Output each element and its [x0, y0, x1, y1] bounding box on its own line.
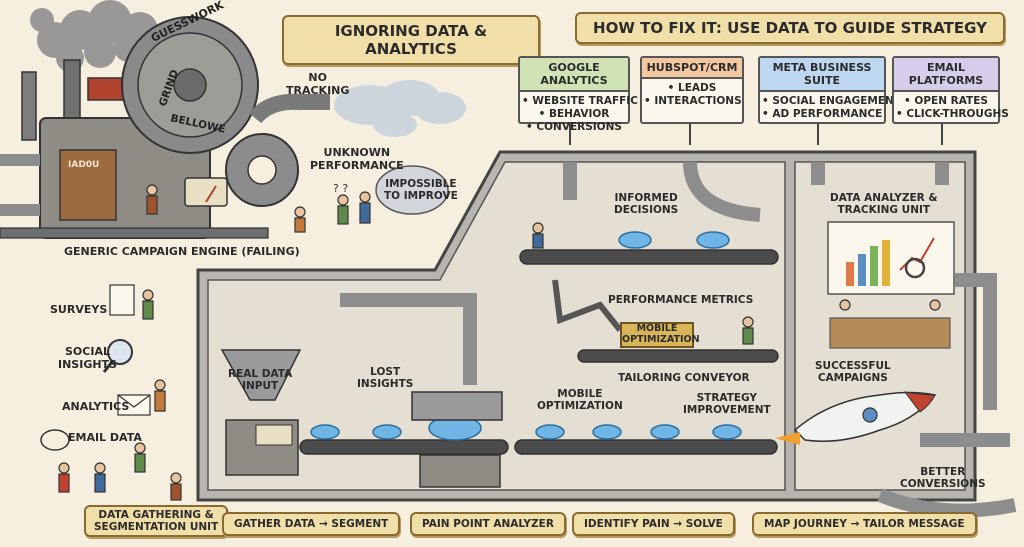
thought-bubble [375, 165, 449, 215]
mobile-optimization-tag: MOBILE OPTIMIZATION [620, 322, 700, 348]
source-arrows [569, 122, 943, 145]
source-title: META BUSINESS SUITE [760, 58, 884, 92]
input-hopper [220, 349, 302, 476]
pain-point-machine [411, 391, 503, 488]
question-marks: ? ? [333, 182, 348, 195]
engine-cap [87, 77, 125, 101]
source-title: GOOGLE ANALYTICS [520, 58, 628, 92]
campaign-engine: ? ? [0, 0, 466, 239]
source-items: • OPEN RATES • CLICK-THROUGHS [896, 95, 1009, 121]
source-hubspot-crm: HUBSPOT/CRM • LEADS • INTERACTIONS [640, 56, 744, 124]
performance-metrics-label: PERFORMANCE METRICS [608, 294, 754, 306]
robot-arm [552, 279, 623, 332]
small-gear [225, 133, 299, 207]
banner-left: IGNORING DATA & ANALYTICS [282, 15, 540, 65]
analyzer-unit-label: DATA ANALYZER & TRACKING UNIT [830, 192, 938, 217]
analyzer-screen [827, 221, 955, 349]
engine-base [0, 227, 269, 239]
source-items: • SOCIAL ENGAGEMENT • AD PERFORMANCE [762, 95, 902, 121]
data-workers [58, 222, 941, 501]
email-data-label: EMAIL DATA [68, 431, 142, 444]
engine-panel-label: IAD0U [68, 160, 100, 170]
gauge-needle [205, 185, 217, 203]
source-email-platforms: EMAIL PLATFORMS • OPEN RATES • CLICK-THR… [892, 56, 1009, 124]
source-title: EMAIL PLATFORMS [894, 58, 998, 92]
better-conversions-label: BETTER CONVERSIONS [900, 466, 986, 491]
conveyor-belts [299, 249, 779, 455]
data-blobs [310, 231, 742, 441]
source-meta-business-suite: META BUSINESS SUITE • SOCIAL ENGAGEMENT … [758, 56, 902, 124]
tailoring-conveyor-label: TAILORING CONVEYOR [618, 372, 750, 384]
social-insights-label: SOCIAL INSIGHTS [58, 345, 117, 371]
caption-gather: GATHER DATA → SEGMENT [222, 512, 401, 536]
chimney [21, 71, 37, 141]
steam-spray [334, 80, 466, 137]
impossible-label: IMPOSSIBLE TO IMPROVE [384, 178, 458, 203]
smoke-cloud [30, 0, 158, 72]
caption-gathering-unit: DATA GATHERING & SEGMENTATION UNIT [84, 505, 229, 538]
big-gear [121, 16, 259, 154]
mobile-optimization-floor-label: MOBILE OPTIMIZATION [537, 388, 623, 413]
source-items: • LEADS • INTERACTIONS [644, 82, 742, 108]
source-title: HUBSPOT/CRM [642, 58, 742, 79]
chimney [63, 59, 81, 123]
exit-pipes [877, 273, 1017, 518]
analytics-label: ANALYTICS [62, 400, 130, 413]
informed-decisions-label: INFORMED DECISIONS [614, 192, 679, 217]
leak-pipe [248, 93, 330, 124]
source-google-analytics: GOOGLE ANALYTICS • WEBSITE TRAFFIC • BEH… [518, 56, 638, 133]
source-items: • WEBSITE TRAFFIC • BEHAVIOR • CONVERSIO… [522, 95, 638, 134]
successful-campaigns-label: SUCCESSFUL CAMPAIGNS [815, 360, 891, 385]
lost-insights-label: LOST INSIGHTS [357, 366, 414, 391]
no-tracking-label: NO TRACKING [286, 71, 350, 97]
banner-right: HOW TO FIX IT: USE DATA TO GUIDE STRATEG… [575, 12, 1005, 44]
rocket [775, 391, 937, 445]
strategy-improvement-label: STRATEGY IMPROVEMENT [683, 392, 771, 417]
engine-panel [59, 149, 117, 221]
surveys-label: SURVEYS [50, 303, 108, 316]
input-icons [40, 284, 151, 451]
real-data-input-label: REAL DATA INPUT [228, 368, 293, 393]
unknown-performance-label: UNKNOWN PERFORMANCE [310, 146, 404, 172]
caption-map: MAP JOURNEY → TAILOR MESSAGE [752, 512, 977, 536]
caption-pain-point: PAIN POINT ANALYZER [410, 512, 566, 536]
caption-identify: IDENTIFY PAIN → SOLVE [572, 512, 735, 536]
gauge [184, 177, 228, 207]
confused-workers [146, 184, 371, 233]
side-pipe [0, 154, 40, 216]
factory-pipes [340, 161, 949, 385]
engine-caption: GENERIC CAMPAIGN ENGINE (FAILING) [64, 245, 300, 258]
